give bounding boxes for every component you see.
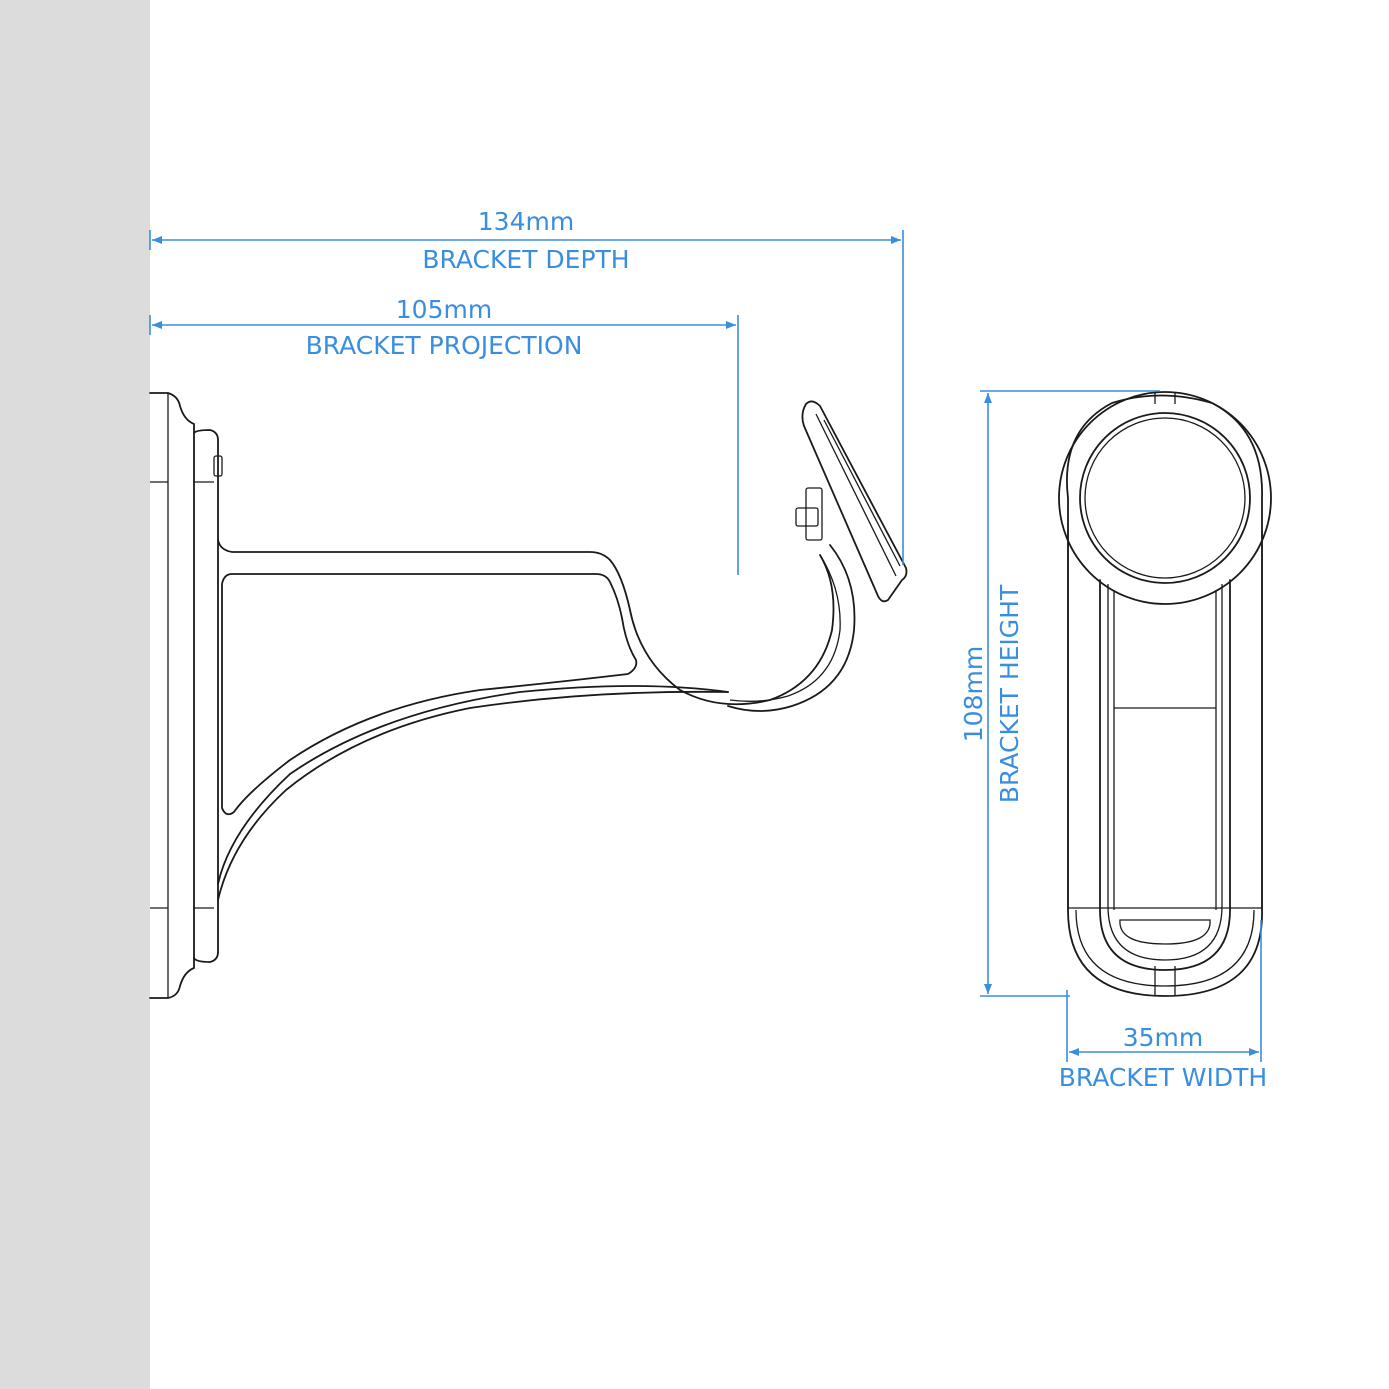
height-dimension: 108mm BRACKET HEIGHT [959,390,1160,997]
projection-label: BRACKET PROJECTION [306,331,583,360]
height-value: 108mm [959,646,988,742]
bracket-side-view [149,392,908,999]
height-label: BRACKET HEIGHT [995,584,1024,803]
projection-dimension: 105mm BRACKET PROJECTION [149,295,739,575]
wall [0,0,150,1389]
width-value: 35mm [1123,1023,1204,1052]
projection-value: 105mm [396,295,492,324]
bracket-end-view [1058,391,1272,997]
depth-value: 134mm [478,207,574,236]
width-label: BRACKET WIDTH [1059,1063,1267,1092]
width-dimension: 35mm BRACKET WIDTH [1059,920,1267,1092]
depth-label: BRACKET DEPTH [422,245,629,274]
depth-dimension: 134mm BRACKET DEPTH [149,207,904,565]
